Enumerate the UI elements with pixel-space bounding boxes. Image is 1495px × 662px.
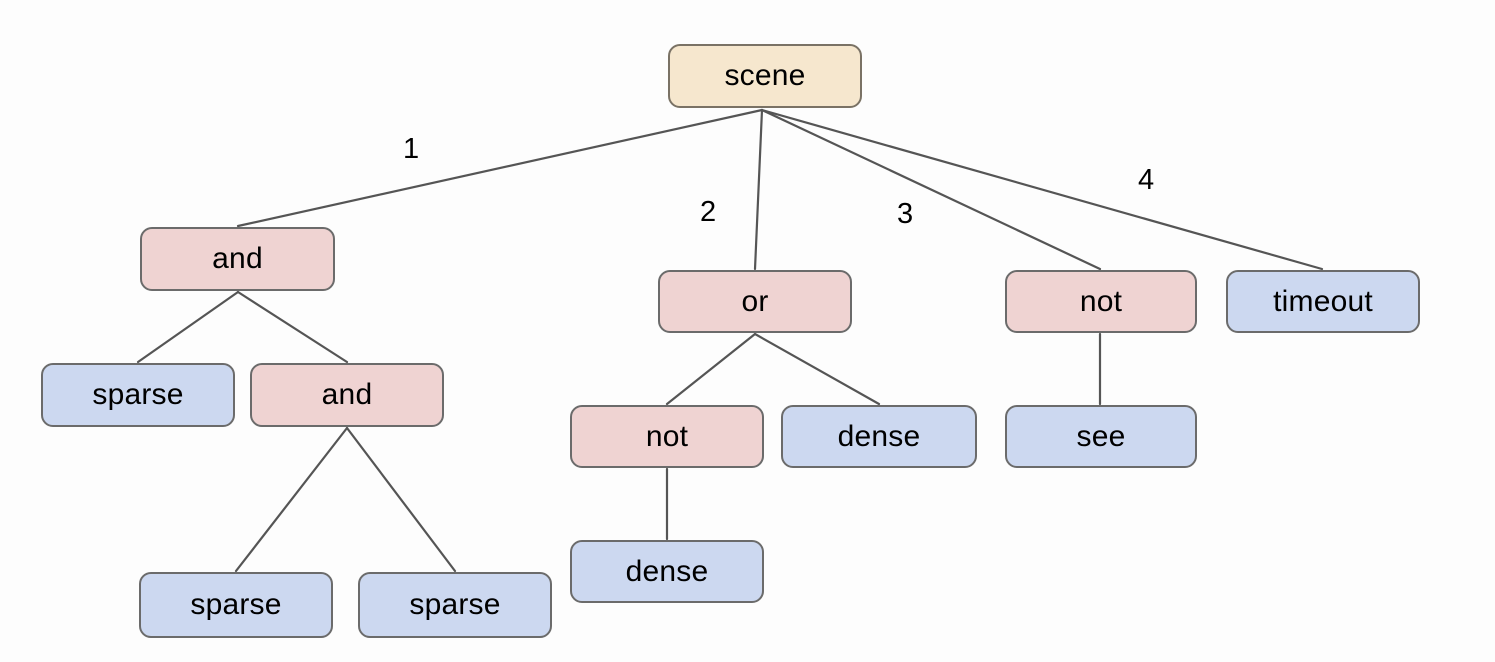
tree-node-dense2[interactable]: dense	[570, 540, 764, 603]
tree-edge	[136, 290, 240, 364]
tree-node-not1[interactable]: not	[570, 405, 764, 468]
edge-label-3: 3	[897, 198, 914, 230]
tree-edge	[760, 108, 1324, 271]
tree-edge	[236, 290, 349, 364]
tree-node-see1[interactable]: see	[1005, 405, 1197, 468]
tree-node-or1[interactable]: or	[658, 270, 852, 333]
tree-node-timeout1[interactable]: timeout	[1226, 270, 1420, 333]
tree-edge	[665, 332, 757, 406]
tree-node-not2[interactable]: not	[1005, 270, 1197, 333]
tree-node-scene[interactable]: scene	[668, 44, 862, 108]
tree-node-sparse2[interactable]: sparse	[139, 572, 333, 638]
tree-edge	[236, 108, 764, 228]
edge-label-1: 1	[403, 133, 420, 165]
tree-node-and1[interactable]: and	[140, 227, 335, 291]
tree-node-and2[interactable]: and	[250, 363, 444, 427]
tree-node-sparse3[interactable]: sparse	[358, 572, 552, 638]
tree-edge	[753, 108, 764, 271]
edge-label-2: 2	[700, 196, 717, 228]
tree-edge	[760, 108, 1102, 271]
edge-label-4: 4	[1138, 164, 1155, 196]
tree-edge	[753, 332, 881, 406]
tree-edge	[345, 426, 457, 573]
tree-node-sparse1[interactable]: sparse	[41, 363, 235, 427]
tree-node-dense1[interactable]: dense	[781, 405, 977, 468]
tree-edge	[234, 426, 349, 573]
